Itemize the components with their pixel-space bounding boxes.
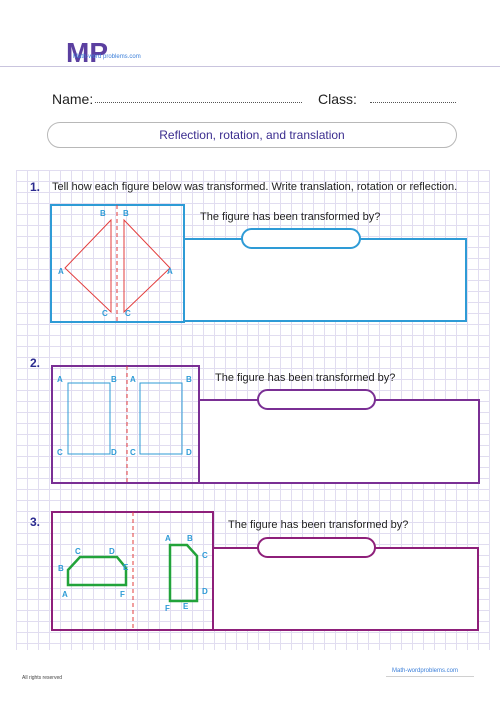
svg-text:MP: MP xyxy=(66,37,108,68)
q1-answer-pill[interactable] xyxy=(241,228,361,249)
footer-divider xyxy=(386,676,474,677)
q3-label: F xyxy=(120,590,125,599)
q3-label: F xyxy=(165,604,170,613)
q1-label: B xyxy=(100,209,106,218)
question-2-number: 2. xyxy=(30,356,41,370)
q3-label: A xyxy=(62,590,68,599)
q2-rectangle-right xyxy=(139,382,183,455)
name-field[interactable] xyxy=(95,102,302,103)
question-1-number: 1. xyxy=(30,180,41,194)
q3-label: D xyxy=(202,587,208,596)
q3-label: A xyxy=(165,534,171,543)
q1-answer-box[interactable] xyxy=(183,238,467,322)
q2-rectangle-left xyxy=(67,382,111,455)
name-label: Name: xyxy=(52,91,94,107)
q3-label: C xyxy=(75,547,81,556)
q2-label: D xyxy=(111,448,117,457)
q2-label: B xyxy=(186,375,192,384)
class-label: Class: xyxy=(318,91,357,107)
q1-label: B xyxy=(123,209,129,218)
q2-label: B xyxy=(111,375,117,384)
header-divider xyxy=(0,66,500,67)
class-field[interactable] xyxy=(370,102,456,103)
q2-label: A xyxy=(130,375,136,384)
footer-site: Math-wordproblems.com xyxy=(392,668,459,674)
instructions: Tell how each figure below was transform… xyxy=(52,181,458,193)
q1-triangle-left xyxy=(64,218,112,314)
q1-label: C xyxy=(102,309,108,318)
q2-answer-pill[interactable] xyxy=(257,389,376,410)
logo-site: Math-word problems.com xyxy=(73,54,141,60)
q2-label: C xyxy=(130,448,136,457)
question-3-number: 3. xyxy=(30,515,41,529)
q1-label: A xyxy=(167,267,173,276)
q3-answer-box[interactable] xyxy=(212,547,479,631)
worksheet-title: Reflection, rotation, and translation xyxy=(47,122,457,148)
q3-label: C xyxy=(202,551,208,560)
q3-answer-pill[interactable] xyxy=(257,537,376,558)
q3-hexagon-right xyxy=(168,543,199,603)
q3-hexagon-left xyxy=(66,555,128,587)
q3-label: E xyxy=(123,563,129,572)
question-1-prompt: The figure has been transformed by? xyxy=(200,211,381,223)
q1-label: A xyxy=(58,267,64,276)
q1-triangle-right xyxy=(123,218,171,314)
mp-logo: MP xyxy=(66,37,108,68)
q3-label: E xyxy=(183,602,189,611)
q2-label: A xyxy=(57,375,63,384)
q3-label: D xyxy=(109,547,115,556)
question-2-prompt: The figure has been transformed by? xyxy=(215,372,396,384)
question-3-prompt: The figure has been transformed by? xyxy=(228,519,409,531)
q2-answer-box[interactable] xyxy=(198,399,480,484)
q2-label: D xyxy=(186,448,192,457)
q1-label: C xyxy=(125,309,131,318)
footer-rights: All rights reserved xyxy=(22,675,63,681)
q3-label: B xyxy=(187,534,193,543)
q2-label: C xyxy=(57,448,63,457)
q3-label: B xyxy=(58,564,64,573)
